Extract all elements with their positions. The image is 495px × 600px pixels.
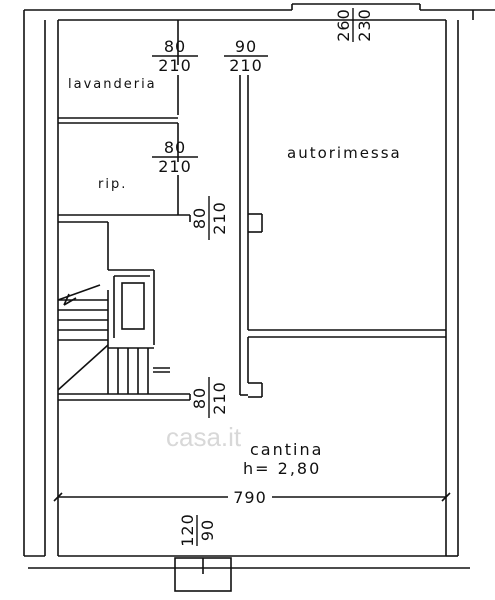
watermark: casa.it xyxy=(166,422,242,452)
door-cantina-side-width: 80 xyxy=(190,387,209,409)
door-fraction-lines xyxy=(152,8,354,546)
room-label-lavanderia: lavanderia xyxy=(68,77,157,92)
door-corridor-height: 210 xyxy=(229,56,263,75)
door-bottom-height: 90 xyxy=(198,519,217,541)
room-label-autorimessa: autorimessa xyxy=(287,144,402,162)
walls xyxy=(23,3,495,592)
door-lavanderia-height: 210 xyxy=(158,56,192,75)
door-garage-height: 230 xyxy=(355,8,374,42)
door-lavanderia-width: 80 xyxy=(164,37,186,56)
door-cantina-side-height: 210 xyxy=(210,381,229,415)
door-stair-side-width: 80 xyxy=(190,207,209,229)
door-rip-height: 210 xyxy=(158,157,192,176)
overall-width-dimension: 790 xyxy=(233,488,267,507)
room-label-cantina: cantina xyxy=(250,440,323,459)
door-stair-side-height: 210 xyxy=(210,201,229,235)
room-ceiling-height: h= 2,80 xyxy=(243,459,321,478)
room-label-rip: rip. xyxy=(98,177,127,192)
door-bottom-width: 120 xyxy=(178,513,197,547)
door-garage-width: 260 xyxy=(334,8,353,42)
door-corridor-width: 90 xyxy=(235,37,257,56)
door-rip-width: 80 xyxy=(164,138,186,157)
